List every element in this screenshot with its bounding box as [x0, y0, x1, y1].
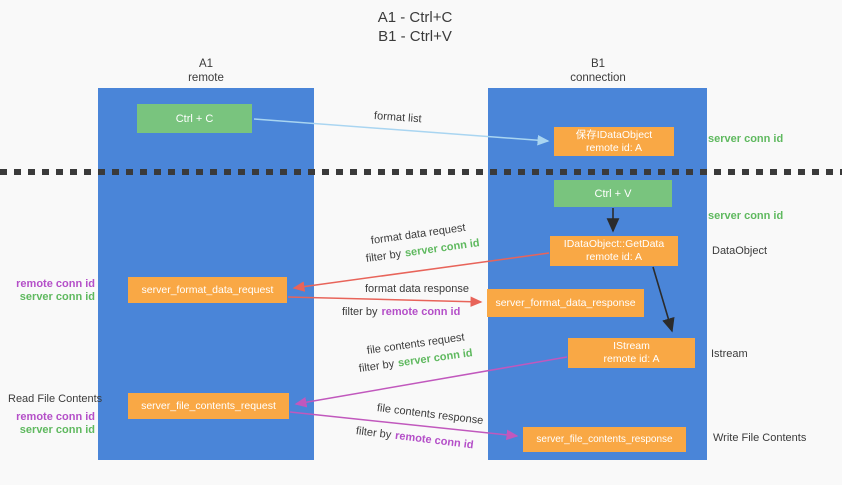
arrow-format-data-response — [287, 296, 483, 307]
filter-by-text: filter by — [342, 306, 378, 318]
node-save-idataobject-line1: 保存IDataObject — [575, 128, 653, 141]
node-ctrl-c: Ctrl + C — [137, 104, 252, 133]
column-b1-role: connection — [570, 72, 626, 84]
node-ctrl-c-label: Ctrl + C — [175, 112, 214, 125]
annotation-write-file-contents: Write File Contents — [713, 432, 807, 444]
remote-conn-id-text: remote conn id — [16, 278, 95, 290]
annotation-server-conn-id-mid: server conn id — [708, 210, 784, 222]
column-b1-id: B1 — [590, 58, 606, 70]
node-istream-line2: remote id: A — [603, 353, 660, 365]
annotation-read-file-contents: Read File Contents — [8, 393, 103, 405]
column-header-b1: B1 connection — [518, 57, 678, 85]
arrow-getdata-to-istream — [652, 266, 675, 333]
session-divider-dotted-line — [0, 169, 842, 175]
node-istream-line1: IStream — [613, 340, 650, 352]
server-conn-id-text: server conn id — [19, 291, 95, 303]
title-line-1: A1 - Ctrl+C — [377, 9, 453, 26]
node-ctrl-v-label: Ctrl + V — [594, 187, 632, 200]
node-save-idataobject: 保存IDataObject remote id: A — [554, 127, 674, 156]
arrow-file-contents-request — [294, 356, 568, 408]
annotation-dataobject: DataObject — [712, 245, 768, 257]
node-getdata-line1: IDataObject::GetData — [563, 238, 665, 250]
annotation-conn-id-pair-2: remote conn id server conn id — [15, 411, 95, 437]
node-server-format-data-request: server_format_data_request — [128, 277, 287, 303]
title-line-2: B1 - Ctrl+V — [378, 28, 452, 45]
node-server-format-data-response: server_format_data_response — [487, 289, 644, 317]
annotation-conn-id-pair-1: remote conn id server conn id — [15, 278, 95, 304]
node-ctrl-v: Ctrl + V — [554, 180, 672, 207]
remote-conn-id-text: remote conn id — [16, 411, 95, 423]
node-file-response-label: server_file_contents_response — [536, 434, 673, 445]
diagram-title: A1 - Ctrl+C B1 - Ctrl+V — [300, 8, 530, 46]
remote-conn-id-text: remote conn id — [381, 306, 461, 318]
node-format-response-label: server_format_data_response — [495, 296, 636, 309]
annotation-server-conn-id-top: server conn id — [708, 133, 784, 145]
arrow-format-list — [253, 118, 550, 146]
node-server-file-contents-response: server_file_contents_response — [523, 427, 686, 452]
column-header-a1: A1 remote — [126, 57, 286, 85]
column-a1-role: remote — [188, 72, 224, 84]
node-file-request-label: server_file_contents_request — [141, 399, 276, 412]
annotation-istream: Istream — [711, 348, 748, 360]
node-getdata-line2: remote id: A — [585, 251, 643, 263]
node-format-request-label: server_format_data_request — [141, 283, 274, 296]
arrow-file-contents-response — [289, 411, 519, 441]
column-a1-id: A1 — [198, 58, 214, 70]
node-idataobject-getdata: IDataObject::GetData remote id: A — [550, 236, 678, 266]
label-format-data-response: format data response — [365, 283, 469, 295]
node-save-idataobject-line2: remote id: A — [585, 141, 643, 154]
node-server-file-contents-request: server_file_contents_request — [128, 393, 289, 419]
arrow-format-data-request — [292, 252, 550, 292]
node-istream: IStream remote id: A — [568, 338, 695, 368]
server-conn-id-text: server conn id — [19, 424, 95, 436]
